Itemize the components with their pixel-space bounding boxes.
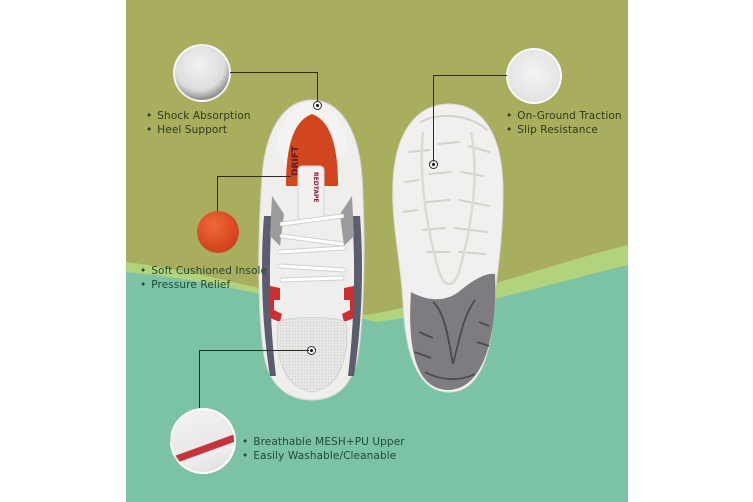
feature-item: Heel Support <box>146 123 251 137</box>
traction-callout-line-v <box>433 75 434 163</box>
insole-callout-line-h <box>217 176 291 177</box>
feature-item: Soft Cushioned Insole <box>140 264 267 278</box>
feature-item: Breathable MESH+PU Upper <box>242 435 405 449</box>
insole-closeup-circle <box>197 211 239 253</box>
upper-callout-line-v <box>199 350 200 408</box>
outsole-closeup-circle <box>506 48 562 104</box>
heel-hotspot-icon[interactable] <box>313 101 322 110</box>
heel-callout-line-h <box>230 72 318 73</box>
tongue-brand-label: REDTAPE <box>312 172 319 202</box>
outsole-view-shoe <box>392 103 504 393</box>
heel-callout-line-v <box>317 72 318 102</box>
feature-item: Easily Washable/Cleanable <box>242 449 405 463</box>
insole-logo: DRIFT <box>291 145 301 176</box>
insole-callout-line-v <box>217 176 218 212</box>
mesh-upper-closeup-circle <box>170 408 236 474</box>
feature-item: Shock Absorption <box>146 109 251 123</box>
heel-feature-list: Shock Absorption Heel Support <box>146 109 251 137</box>
top-view-shoe: DRIFT REDTAPE <box>258 99 365 401</box>
product-feature-panel: DRIFT REDTAPE <box>126 0 628 502</box>
insole-feature-list: Soft Cushioned Insole Pressure Relief <box>140 264 267 292</box>
upper-callout-line-h <box>199 350 309 351</box>
heel-closeup-circle <box>173 44 231 102</box>
feature-item: Pressure Relief <box>140 278 267 292</box>
traction-callout-line-h <box>433 75 507 76</box>
feature-item: Slip Resistance <box>506 123 622 137</box>
feature-item: On-Ground Traction <box>506 109 622 123</box>
traction-hotspot-icon[interactable] <box>429 160 438 169</box>
traction-feature-list: On-Ground Traction Slip Resistance <box>506 109 622 137</box>
upper-feature-list: Breathable MESH+PU Upper Easily Washable… <box>242 435 405 463</box>
